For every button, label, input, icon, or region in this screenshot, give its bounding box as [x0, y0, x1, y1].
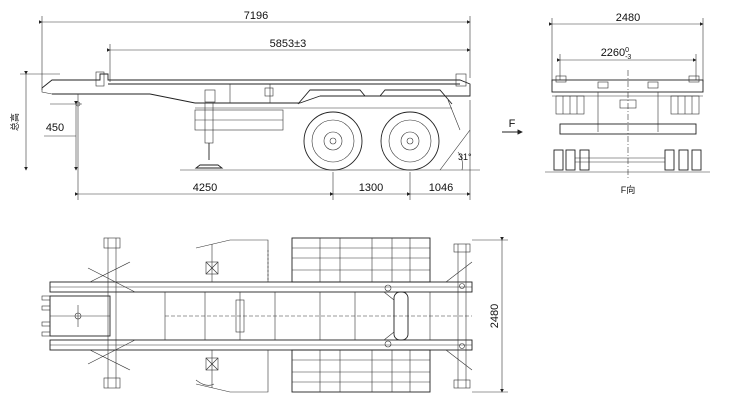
kingpin-to-rear-label: 5853±3 — [270, 38, 307, 50]
plan-width-label: 2480 — [489, 304, 501, 328]
wheel-front-axle — [303, 111, 363, 171]
plan-width-dimension: 2480 — [472, 237, 508, 393]
height-label: 总高 — [9, 113, 20, 131]
plan-view: 2480 — [41, 237, 508, 393]
height-dimension: 总高 — [9, 71, 60, 171]
lock-span-dimension: 22600-3 — [557, 47, 697, 80]
rear-view: 2480 22600-3 — [545, 12, 710, 195]
plan-air-tank — [383, 284, 409, 348]
plan-tires-top — [291, 237, 431, 283]
plan-outriggers — [195, 239, 269, 393]
side-frame — [41, 71, 471, 109]
kingpin-height-dimension: 450 — [44, 101, 82, 171]
plan-cross-members — [164, 292, 472, 340]
plan-tail-chain — [195, 379, 215, 386]
bottom-dimension-chain: 4250 1300 1046 — [75, 100, 471, 200]
view-arrow-label: F — [509, 118, 516, 130]
kingpin-to-axle-label: 4250 — [193, 182, 217, 194]
kingpin-to-rear-dimension: 5853±3 — [107, 38, 471, 82]
kingpin-height-label: 450 — [46, 122, 64, 134]
overall-length-label: 7196 — [244, 10, 268, 22]
side-view: 7196 5853±3 — [9, 10, 523, 200]
plan-rear-section — [445, 243, 473, 389]
plan-front-section — [41, 237, 136, 389]
departure-angle-label: 31° — [458, 152, 472, 162]
lock-span-label: 22600-3 — [601, 47, 632, 61]
view-arrow-f: F — [502, 118, 523, 135]
landing-gear — [194, 102, 284, 169]
suspension — [297, 89, 461, 131]
rear-overhang-label: 1046 — [429, 182, 453, 194]
wheel-rear-axle — [380, 111, 440, 171]
rear-frame — [551, 75, 704, 171]
rear-width-label: 2480 — [616, 12, 640, 24]
plan-tires-bottom — [291, 349, 431, 393]
overall-length-dimension: 7196 — [39, 10, 471, 90]
axle-spacing-label: 1300 — [359, 182, 383, 194]
plan-main-beams — [49, 281, 473, 351]
rear-width-dimension: 2480 — [549, 12, 704, 82]
departure-angle: 31° — [439, 129, 472, 171]
view-caption: F向 — [621, 184, 636, 195]
